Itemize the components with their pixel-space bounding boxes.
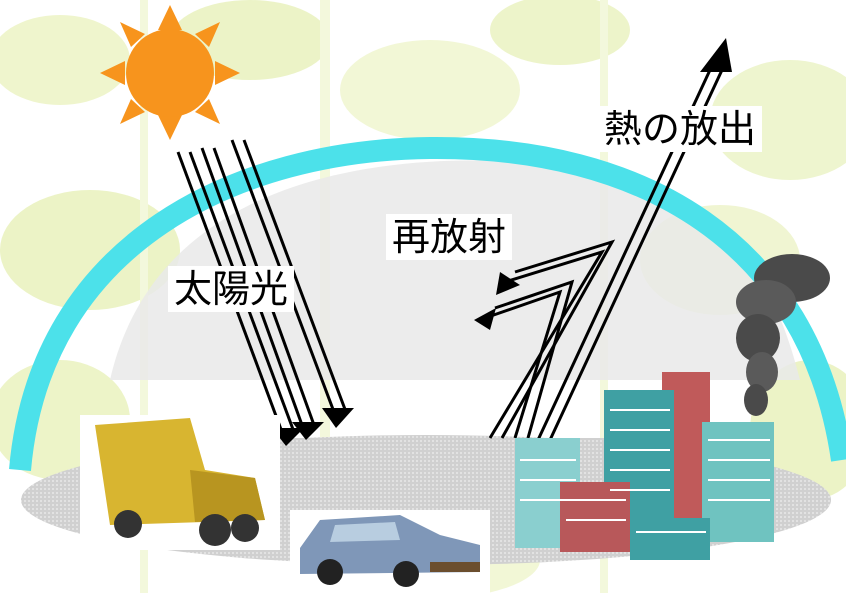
truck-icon [80,415,280,550]
factory-buildings-icon [515,372,774,560]
reradiation-arrows [474,239,616,439]
sunlight-label: 太陽光 [168,266,295,312]
car-icon [290,510,490,593]
reradiation-label: 再放射 [386,214,513,260]
sun-icon [100,5,240,140]
smoke-cloud-icon [736,254,830,416]
atmosphere-fill [110,160,800,380]
heat-release-label: 熱の放出 [598,106,763,152]
